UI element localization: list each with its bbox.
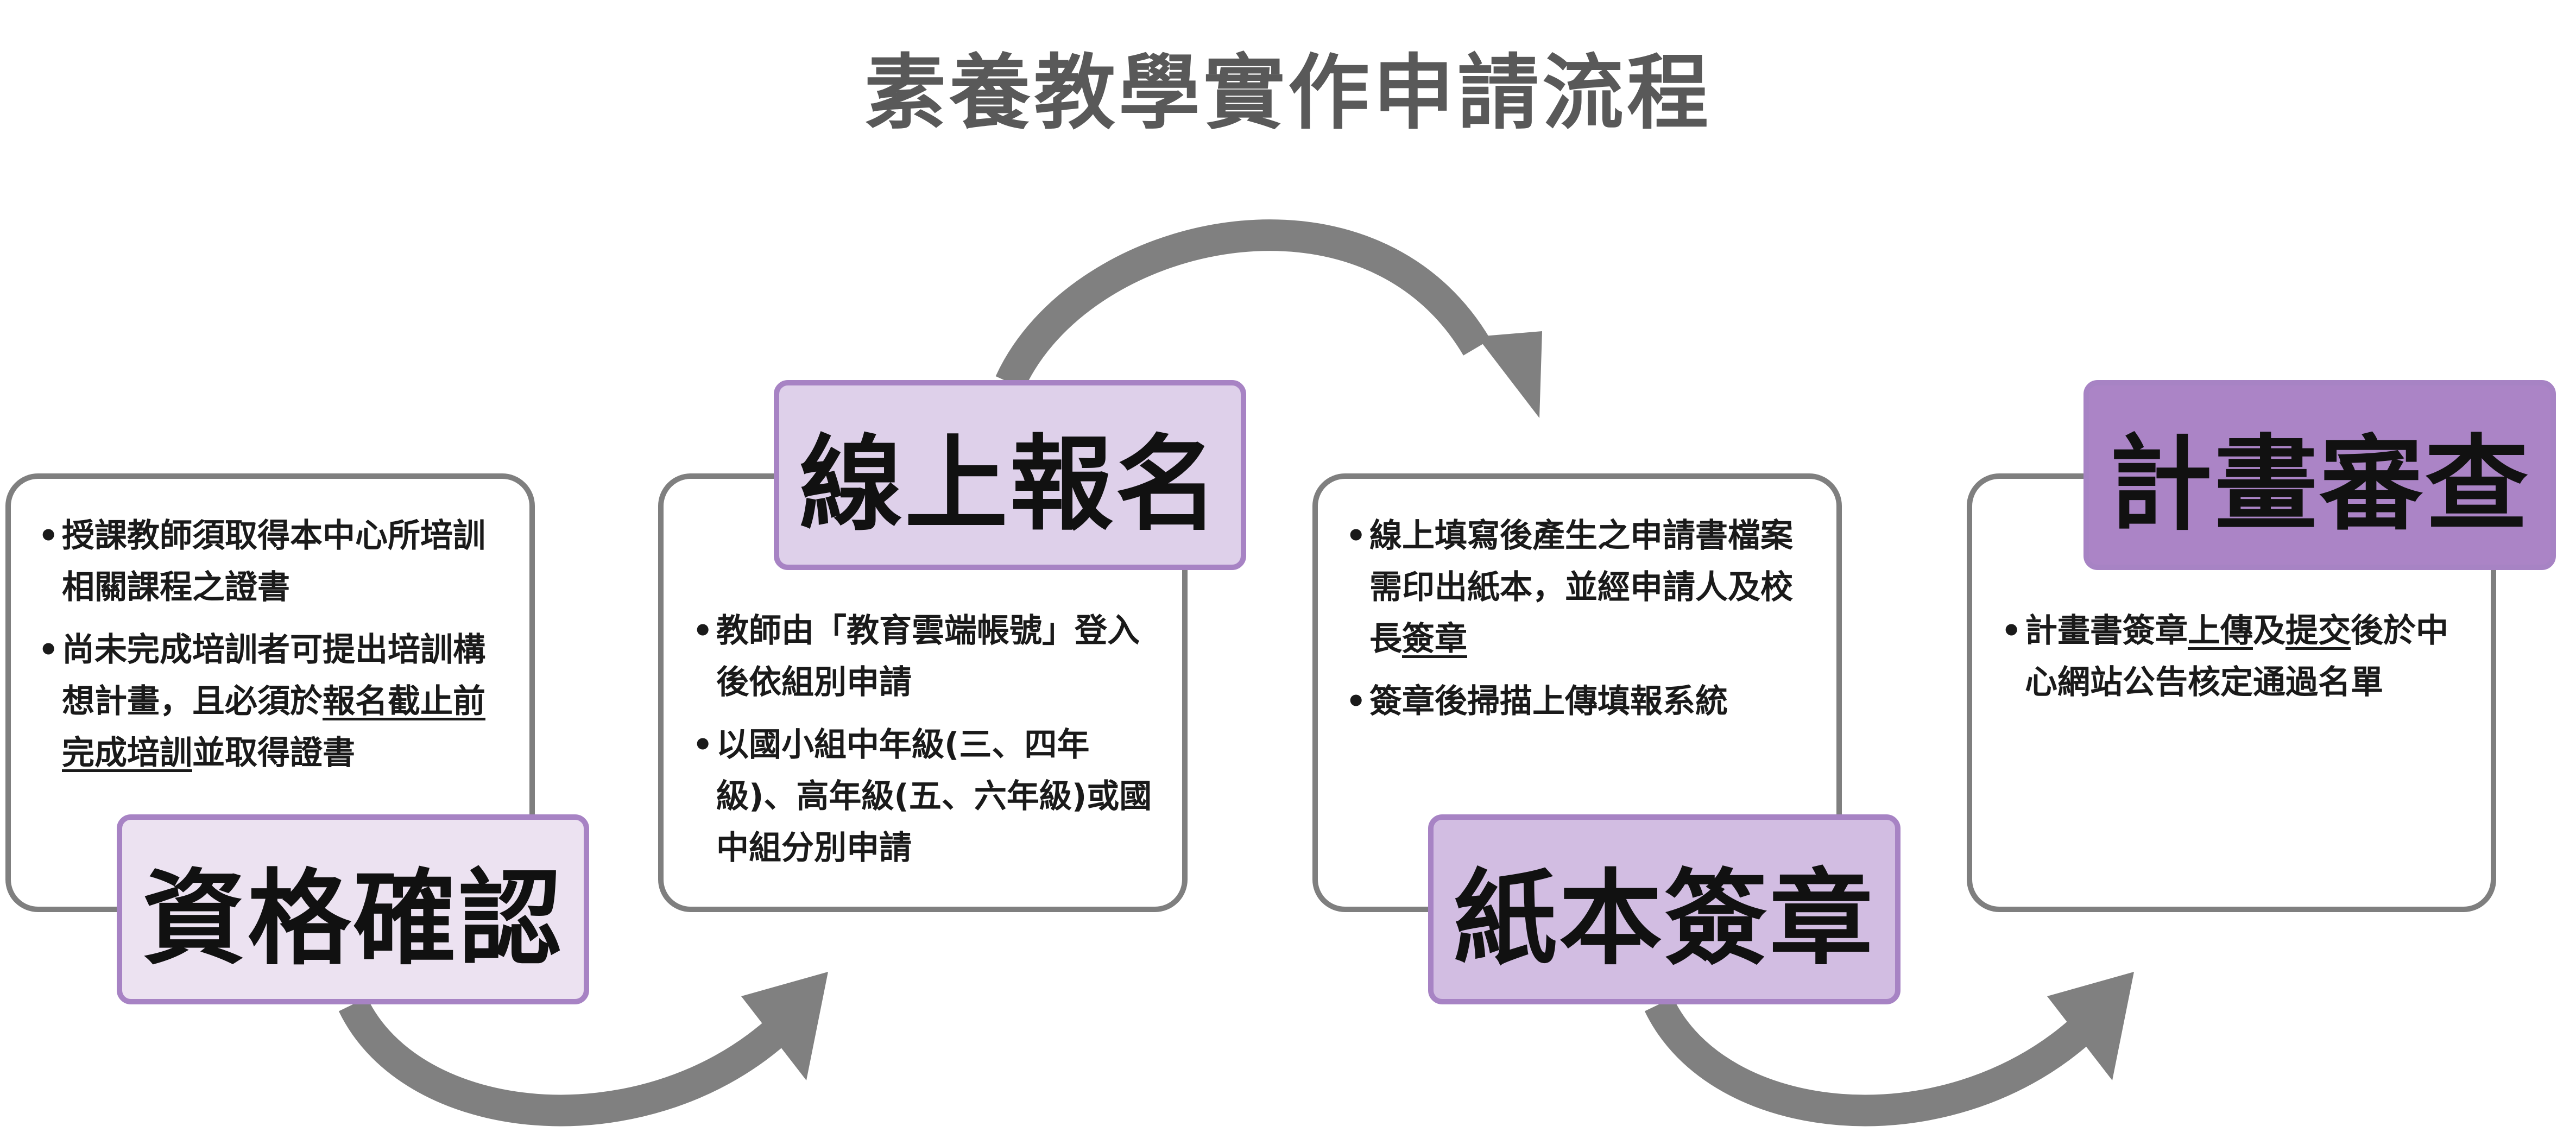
step-bullets-paper-signature: 線上填寫後產生之申請書檔案需印出紙本，並經申請人及校長簽章簽章後掃描上傳填報系統 bbox=[1346, 510, 1807, 738]
curved-arrow-icon bbox=[338, 997, 787, 1127]
bullet-text: 尚未完成培訓者可提出培訓構想計畫，且必須於 bbox=[62, 631, 485, 720]
bullet-text: 授課教師須取得本中心所培訓相關課程之證書 bbox=[62, 517, 485, 606]
underlined-text: 上傳 bbox=[2188, 612, 2253, 650]
arrowhead-icon bbox=[741, 972, 828, 1080]
bullet-text: 及 bbox=[2253, 612, 2285, 650]
bullet-item: 尚未完成培訓者可提出培訓構想計畫，且必須於報名截止前完成培訓並取得證書 bbox=[38, 624, 505, 779]
bullet-item: 以國小組中年級(三、四年級)、高年級(五、六年級)或國中組分別申請 bbox=[692, 719, 1154, 874]
curved-arrow-icon bbox=[1644, 997, 2091, 1127]
step-label-paper-signature: 紙本簽章 bbox=[1428, 814, 1901, 1004]
step-bullets-qualification: 授課教師須取得本中心所培訓相關課程之證書尚未完成培訓者可提出培訓構想計畫，且必須… bbox=[38, 510, 505, 790]
bullet-text: 線上填寫後產生之申請書檔案需印出紙本，並經申請人及校長 bbox=[1369, 517, 1793, 658]
step-bullets-plan-review: 計畫書簽章上傳及提交後於中心網站公告核定通過名單 bbox=[2001, 605, 2463, 719]
bullet-text: 簽章後掃描上傳填報系統 bbox=[1369, 682, 1728, 720]
arrowhead-icon bbox=[1477, 331, 1542, 418]
curved-arrow-icon bbox=[995, 219, 1491, 390]
underlined-text: 報名截止前完成培訓 bbox=[62, 682, 485, 772]
bullet-item: 計畫書簽章上傳及提交後於中心網站公告核定通過名單 bbox=[2001, 605, 2463, 708]
step-label-online-registration: 線上報名 bbox=[774, 380, 1246, 570]
step-label-qualification: 資格確認 bbox=[117, 814, 589, 1004]
step-bullets-online-registration: 教師由「教育雲端帳號」登入後依組別申請以國小組中年級(三、四年級)、高年級(五、… bbox=[692, 605, 1154, 885]
bullet-text: 教師由「教育雲端帳號」登入後依組別申請 bbox=[716, 612, 1140, 701]
bullet-text: 以國小組中年級(三、四年級)、高年級(五、六年級)或國中組分別申請 bbox=[716, 726, 1152, 867]
bullet-item: 簽章後掃描上傳填報系統 bbox=[1346, 676, 1807, 728]
bullet-text: 後於中心網站公告核定通過名單 bbox=[2025, 612, 2448, 701]
arrowhead-icon bbox=[2047, 972, 2134, 1080]
bullet-text: 並取得證書 bbox=[192, 734, 355, 772]
bullet-item: 教師由「教育雲端帳號」登入後依組別申請 bbox=[692, 605, 1154, 708]
bullet-text: 計畫書簽章 bbox=[2025, 612, 2188, 650]
underlined-text: 簽章 bbox=[1402, 620, 1467, 658]
bullet-item: 線上填寫後產生之申請書檔案需印出紙本，並經申請人及校長簽章 bbox=[1346, 510, 1807, 665]
bullet-item: 授課教師須取得本中心所培訓相關課程之證書 bbox=[38, 510, 505, 613]
underlined-text: 提交 bbox=[2285, 612, 2351, 650]
step-label-plan-review: 計畫審查 bbox=[2083, 380, 2556, 570]
page-title: 素養教學實作申請流程 bbox=[864, 46, 1712, 141]
